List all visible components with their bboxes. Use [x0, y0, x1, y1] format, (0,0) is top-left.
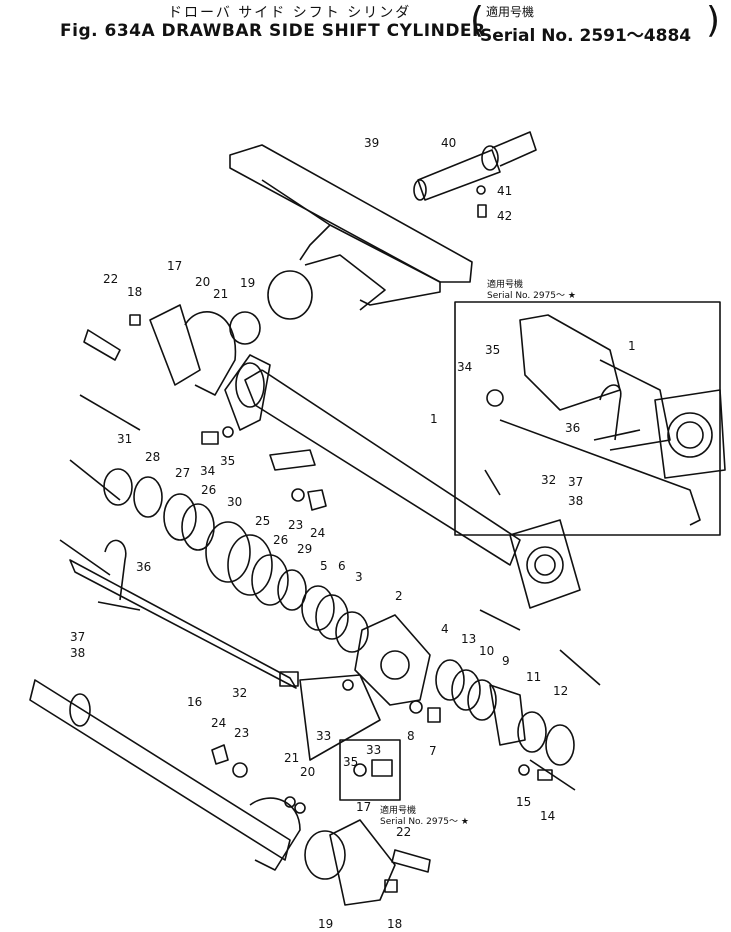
callout-29: 29 — [297, 542, 312, 556]
callout-38-inset: 38 — [568, 494, 583, 508]
upper-clamp-assembly — [83, 304, 261, 396]
title-english: Fig. 634A DRAWBAR SIDE SHIFT CYLINDER — [60, 21, 486, 41]
callout-41: 41 — [497, 184, 512, 198]
figure-header: ドローバ サイド シフト シリンダ Fig. 634A DRAWBAR SIDE… — [0, 0, 731, 46]
callout-17: 17 — [167, 259, 182, 273]
title-japanese: ドローバ サイド シフト シリンダ — [168, 5, 412, 21]
callout-26: 26 — [201, 483, 216, 497]
callout-34-inset: 34 — [457, 360, 472, 374]
callout-38: 38 — [70, 646, 85, 660]
callout-1-inset: 1 — [628, 339, 636, 353]
inset-frame-33b — [339, 739, 401, 801]
callout-5: 5 — [320, 559, 328, 573]
callout-21: 21 — [213, 287, 228, 301]
callout-22: 22 — [103, 272, 118, 286]
callout-18-lower: 18 — [387, 917, 402, 931]
pipe-assembly — [69, 539, 299, 689]
open-bracket: ( — [470, 0, 485, 41]
piston-rod — [29, 679, 431, 906]
callout-27: 27 — [175, 466, 190, 480]
callout-20-lower: 20 — [300, 765, 315, 779]
callout-32: 32 — [232, 686, 247, 700]
leader-lines-right — [479, 609, 601, 791]
close-bracket: ) — [706, 0, 721, 41]
leader-lines-left — [59, 394, 141, 576]
callout-13: 13 — [461, 632, 476, 646]
callout-3: 3 — [355, 570, 363, 584]
drawbar-part — [229, 144, 473, 320]
callout-26-b: 26 — [273, 533, 288, 547]
callout-9: 9 — [502, 654, 510, 668]
callout-40: 40 — [441, 136, 456, 150]
callout-2: 2 — [395, 589, 403, 603]
callout-18: 18 — [127, 285, 142, 299]
callout-10: 10 — [479, 644, 494, 658]
callout-33-inset: 33 — [366, 743, 381, 757]
callout-11: 11 — [526, 670, 541, 684]
callout-8: 8 — [407, 729, 415, 743]
callout-24-upper: 24 — [310, 526, 325, 540]
callout-39: 39 — [364, 136, 379, 150]
callout-23-upper: 23 — [288, 518, 303, 532]
callout-20: 20 — [195, 275, 210, 289]
callout-22-lower: 22 — [396, 825, 411, 839]
inset-note-upper-serial: Serial No. 2975～ ★ — [487, 291, 576, 301]
callout-37-inset: 37 — [568, 475, 583, 489]
callout-33: 33 — [316, 729, 331, 743]
callout-17-lower: 17 — [356, 800, 371, 814]
callout-23: 23 — [234, 726, 249, 740]
callout-14: 14 — [540, 809, 555, 823]
callout-35-lower: 35 — [343, 755, 358, 769]
callout-25: 25 — [255, 514, 270, 528]
callout-28: 28 — [145, 450, 160, 464]
callout-19-lower: 19 — [318, 917, 333, 931]
rod-guide — [354, 614, 575, 766]
callout-4: 4 — [441, 622, 449, 636]
inset-frame-33 — [299, 674, 381, 761]
pin-part — [413, 131, 537, 218]
callout-6: 6 — [338, 559, 346, 573]
callout-36-inset: 36 — [565, 421, 580, 435]
applicable-label-jp: 適用号機 — [486, 5, 535, 19]
inset-note-upper: 適用号機 Serial No. 2975～ ★ — [487, 280, 576, 302]
callout-16: 16 — [187, 695, 202, 709]
callout-21-lower: 21 — [284, 751, 299, 765]
callout-35: 35 — [220, 454, 235, 468]
callout-24: 24 — [211, 716, 226, 730]
inset-note-lower-jp: 適用号機 — [380, 806, 417, 816]
cylinder-tube — [224, 354, 581, 609]
callout-15: 15 — [516, 795, 531, 809]
callout-1: 1 — [430, 412, 438, 426]
callout-37: 37 — [70, 630, 85, 644]
callout-36: 36 — [136, 560, 151, 574]
inset-frame-upper — [454, 301, 721, 536]
callout-34: 34 — [200, 464, 215, 478]
callout-31: 31 — [117, 432, 132, 446]
serial-range: Serial No. 2591～4884 — [480, 26, 692, 46]
hardware-small-parts — [201, 426, 553, 814]
callout-12: 12 — [553, 684, 568, 698]
callout-30: 30 — [227, 495, 242, 509]
inset-note-upper-jp: 適用号機 — [487, 280, 524, 290]
callout-42: 42 — [497, 209, 512, 223]
callout-labels: 39 40 41 42 17 22 18 20 21 19 1 34 35 36… — [70, 136, 636, 931]
piston-components — [103, 468, 369, 653]
callout-19: 19 — [240, 276, 255, 290]
callout-35-inset: 35 — [485, 343, 500, 357]
callout-32-inset: 32 — [541, 473, 556, 487]
inset-cylinder — [486, 314, 726, 526]
inset-note-lower-serial: Serial No. 2975～ ★ — [380, 817, 469, 827]
inset-note-lower: 適用号機 Serial No. 2975～ ★ — [380, 806, 469, 828]
callout-7: 7 — [429, 744, 437, 758]
